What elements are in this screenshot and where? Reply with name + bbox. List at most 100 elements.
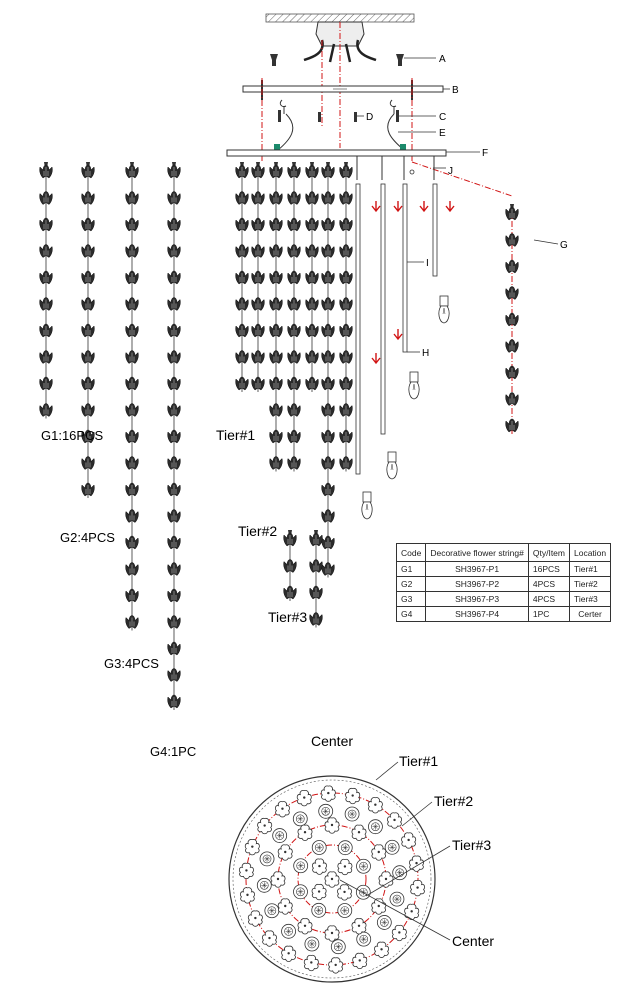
plan-flower-icon: [337, 903, 353, 918]
label-j: J: [448, 166, 453, 177]
crystal-bead-icon: [125, 191, 139, 205]
flower-string: [321, 162, 335, 578]
plan-flower-icon: [292, 811, 308, 827]
crystal-bead-icon: [505, 418, 519, 433]
plan-flower-icon: [281, 923, 296, 939]
crystal-bead-icon: [167, 297, 181, 311]
crystal-bead-icon: [167, 403, 181, 417]
flower-string: [125, 162, 139, 631]
crystal-bead-icon: [235, 244, 249, 258]
plan-flower-icon: [356, 858, 371, 874]
crystal-bead-icon: [81, 217, 95, 232]
label-i: I: [426, 258, 429, 269]
table-row: G2 SH3967-P2 4PCS Tier#2: [395, 576, 612, 592]
crystal-bead-icon: [235, 191, 249, 205]
crystal-bead-icon: [167, 376, 181, 391]
crystal-bead-icon: [321, 535, 335, 550]
flower-string: [305, 162, 319, 392]
plan-center-label: Center: [452, 933, 494, 949]
crystal-bead-icon: [339, 403, 353, 417]
crystal-bead-icon: [505, 286, 519, 300]
crystal-bead-icon: [251, 191, 265, 205]
crystal-bead-icon: [283, 585, 297, 600]
crystal-bead-icon: [321, 482, 335, 497]
plan-tier3-label: Tier#3: [452, 837, 491, 853]
crystal-bead-icon: [39, 217, 53, 232]
crystal-bead-icon: [167, 535, 181, 550]
crystal-bead-icon: [339, 456, 353, 470]
tier3-label: Tier#3: [268, 609, 307, 625]
crystal-bead-icon: [505, 233, 519, 247]
crystal-bead-icon: [305, 323, 319, 338]
loose-flower-strings: [39, 162, 181, 710]
crystal-bead-icon: [235, 323, 249, 338]
plan-flower-icon: [330, 939, 346, 955]
tier-labels: Tier#1 Tier#2 Tier#3 Center: [216, 427, 353, 749]
crystal-bead-icon: [39, 350, 53, 364]
flower-string: [251, 162, 265, 392]
crystal-bead-icon: [287, 244, 301, 258]
crystal-bead-icon: [287, 350, 301, 364]
crystal-bead-icon: [39, 191, 53, 205]
crystal-bead-icon: [125, 429, 139, 444]
table-row: G1 SH3967-P1 16PCS Tier#1: [395, 561, 612, 577]
plan-flower-icon: [256, 877, 272, 893]
crystal-bead-icon: [39, 270, 53, 285]
crystal-bead-icon: [167, 641, 181, 656]
crystal-bead-icon: [321, 456, 335, 470]
crystal-bead-icon: [287, 429, 301, 444]
crystal-bead-icon: [287, 456, 301, 470]
crystal-bead-icon: [269, 456, 283, 470]
string-labels: G1:16PCS G2:4PCS G3:4PCS G4:1PC: [41, 428, 196, 759]
crystal-bead-icon: [125, 509, 139, 523]
table-header-cell: Code: [395, 543, 427, 562]
hanging-flower-strings: [235, 162, 353, 628]
crystal-bead-icon: [269, 217, 283, 232]
table-cell: Tier#2: [568, 576, 612, 592]
crystal-bead-icon: [81, 244, 95, 258]
crystal-bead-icon: [269, 376, 283, 391]
crystal-bead-icon: [269, 350, 283, 364]
crystal-bead-icon: [321, 429, 335, 444]
plan-flower-icon: [355, 884, 371, 900]
crystal-bead-icon: [309, 585, 323, 600]
crystal-bead-icon: [251, 297, 265, 311]
crystal-bead-icon: [167, 615, 181, 629]
cables-e: E: [274, 113, 446, 152]
crystal-bead-icon: [251, 323, 265, 338]
label-g: G: [560, 240, 568, 251]
crystal-bead-icon: [287, 403, 301, 417]
crystal-bead-icon: [235, 270, 249, 285]
plan-flower-icon: [337, 840, 353, 856]
table-header-row: Code Decorative flower string# Qty/Item …: [395, 543, 612, 562]
crystal-bead-icon: [339, 270, 353, 285]
crystal-bead-icon: [125, 217, 139, 232]
crystal-bead-icon: [305, 217, 319, 232]
string-g: G: [505, 204, 568, 434]
plan-flower-icon: [293, 858, 309, 874]
plan-flower-icon: [311, 902, 327, 918]
crystal-bead-icon: [125, 350, 139, 364]
crystal-bead-icon: [287, 270, 301, 285]
upper-plate-b: B: [242, 78, 459, 162]
crystal-bead-icon: [251, 376, 265, 391]
table-row: G3 SH3967-P3 4PCS Tier#3: [395, 591, 612, 607]
crystal-bead-icon: [321, 509, 335, 523]
crystal-bead-icon: [167, 244, 181, 258]
label-g1: G1:16PCS: [41, 428, 103, 443]
crystal-bead-icon: [339, 217, 353, 232]
ceiling-canopy: [265, 13, 415, 148]
plan-flower-icon: [304, 936, 320, 952]
crystal-bead-icon: [321, 217, 335, 232]
plan-flower-icon: [311, 840, 327, 855]
tier1-label: Tier#1: [216, 427, 255, 443]
table-cell: SH3967-P4: [425, 606, 529, 622]
table-cell: SH3967-P2: [425, 576, 529, 592]
crystal-bead-icon: [81, 270, 95, 285]
crystal-bead-icon: [305, 244, 319, 258]
crystal-bead-icon: [39, 244, 53, 258]
crystal-bead-icon: [269, 244, 283, 258]
crystal-bead-icon: [283, 532, 297, 547]
crystal-bead-icon: [125, 562, 139, 576]
crystal-bead-icon: [321, 244, 335, 258]
